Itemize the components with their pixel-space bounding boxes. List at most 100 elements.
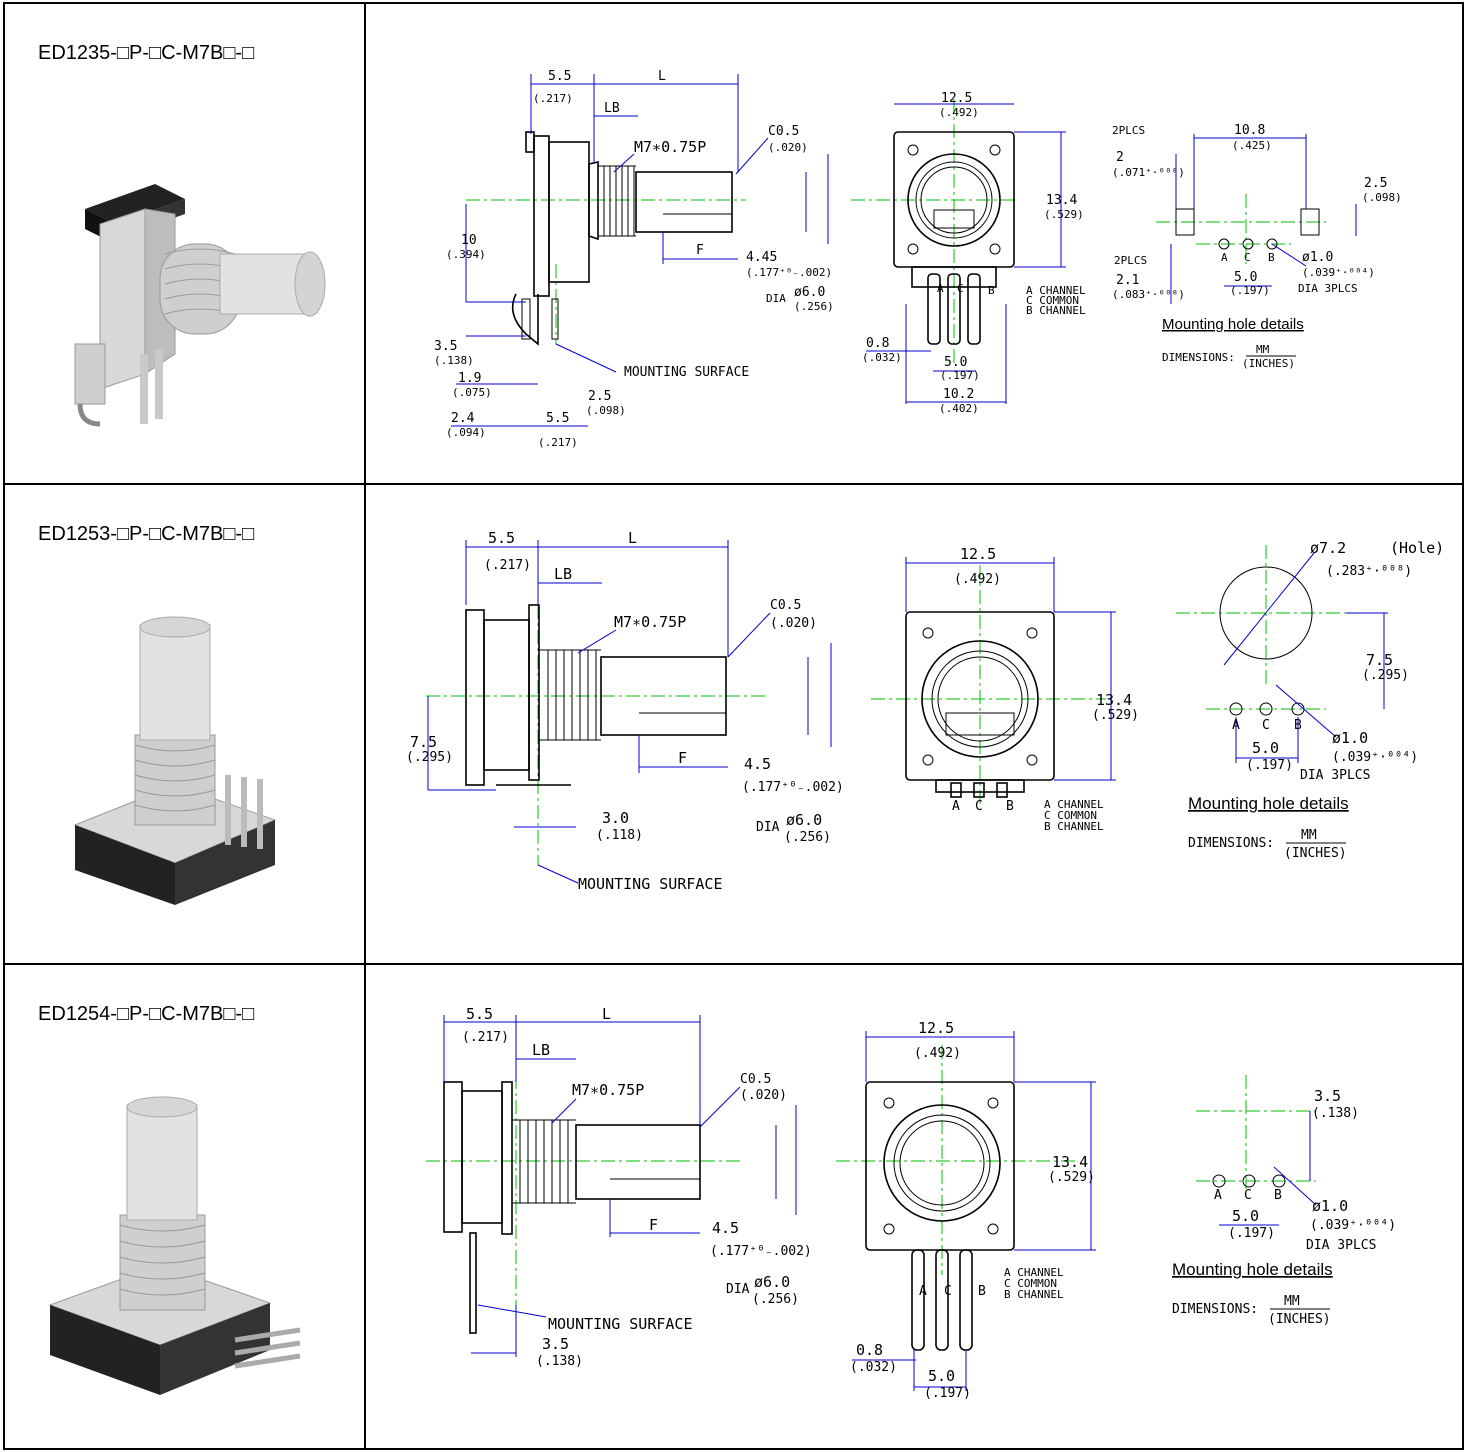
dimension-label: 0.8 <box>856 1341 883 1359</box>
dimension-label: 13.4 <box>1046 193 1077 208</box>
dimension-label: (.098) <box>1362 191 1402 204</box>
dimension-label: 13.4 <box>1052 1153 1088 1171</box>
dimension-label: 2.1 <box>1116 273 1139 288</box>
dimension-label: 10.8 <box>1234 123 1265 138</box>
dimension-label: B <box>1268 251 1275 264</box>
dimension-label: (INCHES) <box>1284 846 1347 861</box>
dimension-label: 3.0 <box>602 809 629 827</box>
dimension-label: (.177⁺⁰₋.002) <box>746 266 832 279</box>
front-view: A C B 12.5 (.492) 13.4 (.529) A CHANNEL … <box>871 545 1139 833</box>
dimension-label: A <box>919 1284 927 1299</box>
product-photo-ed1253 <box>73 616 277 905</box>
dimension-label: 0.8 <box>866 336 889 351</box>
dimension-label: 7.5 <box>410 733 437 751</box>
dimension-label: 5.5 <box>466 1005 493 1023</box>
dimension-label: (.197) <box>1228 1226 1275 1241</box>
dimension-label: 3.5 <box>1314 1087 1341 1105</box>
drawing-ed1253: 5.5 (.217) L LB M7∗0.75P C0.5 (.020) 7.5… <box>406 529 1444 893</box>
dimension-label: A <box>952 799 960 814</box>
dimension-label: 3.5 <box>434 339 457 354</box>
dimension-label: (.197) <box>1246 758 1293 773</box>
dimension-label: MM <box>1301 828 1317 843</box>
dimension-label: M7∗0.75P <box>634 138 706 156</box>
dimension-label: (.425) <box>1232 139 1272 152</box>
dimension-label: B <box>1006 799 1014 814</box>
dimension-label: (.032) <box>850 1360 897 1375</box>
dimension-label: 1.9 <box>458 371 481 386</box>
part-number-title: ED1254-□P-□C-M7B□-□ <box>38 1003 255 1025</box>
dimension-label: ø7.2 <box>1310 539 1346 557</box>
dimension-label: (.177⁺⁰₋.002) <box>710 1244 812 1259</box>
dimension-label: (.094) <box>446 426 486 439</box>
dimension-label: (.394) <box>446 248 486 261</box>
dimension-label: C <box>957 282 964 295</box>
dimension-label: DIMENSIONS: <box>1188 836 1274 851</box>
dimension-label: (.039⁺·⁰⁰⁴) <box>1302 266 1375 279</box>
dimension-label: (.197) <box>924 1386 971 1401</box>
dimension-label: (.295) <box>1362 668 1409 683</box>
dimension-label: ø1.0 <box>1332 729 1368 747</box>
dimension-label: MM <box>1256 343 1270 356</box>
dimension-label: DIA 3PLCS <box>1298 282 1358 295</box>
dimension-label: 12.5 <box>941 91 972 106</box>
dimension-label: 7.5 <box>1366 651 1393 669</box>
product-photo-ed1254 <box>48 1096 301 1395</box>
dimension-label: 4.5 <box>712 1219 739 1237</box>
dimension-label: 5.0 <box>928 1367 955 1385</box>
dimension-label: L <box>628 529 637 547</box>
dimension-label: 12.5 <box>960 545 996 563</box>
dimension-label: B CHANNEL <box>1026 304 1086 317</box>
dimension-label: Mounting hole details <box>1188 794 1349 813</box>
row-ed1253: ED1253-□P-□C-M7B□-□ <box>3 483 1464 965</box>
dimension-label: B <box>1274 1188 1282 1203</box>
part-number-title: ED1253-□P-□C-M7B□-□ <box>38 523 255 545</box>
dimension-label: (.020) <box>770 616 817 631</box>
mounting-hole-view: 10.8 (.425) 2PLCS 2 (.071⁺·⁰⁰⁸) 2.5 (.09… <box>1112 123 1402 370</box>
dimension-label: (.283⁺·⁰⁰⁸) <box>1326 564 1412 579</box>
front-view: A C B 12.5 (.492) 13.4 (.529) A CHANNEL … <box>851 91 1086 415</box>
dimension-label: 2.5 <box>1364 176 1387 191</box>
dimension-label: LB <box>532 1041 550 1059</box>
dimension-label: (.197) <box>940 369 980 382</box>
side-view: 5.5 (.217) L LB M7∗0.75P C0.5 (.020) 7.5… <box>406 529 844 893</box>
dimension-label: 10.2 <box>943 387 974 402</box>
side-view: 5.5 (.217) L LB M7∗0.75P C0.5 (.020) F 4… <box>426 1005 812 1369</box>
dimension-label: (.118) <box>596 828 643 843</box>
dimension-label: 3.5 <box>542 1335 569 1353</box>
dimension-label: 5.5 <box>546 411 569 426</box>
dimension-label: (.492) <box>914 1046 961 1061</box>
dimension-label: (.197) <box>1230 284 1270 297</box>
mounting-hole-view: ø7.2 (Hole) (.283⁺·⁰⁰⁸) 7.5 (.295) A C B… <box>1176 539 1444 861</box>
dimension-label: (.075) <box>452 386 492 399</box>
dimension-label: A <box>1214 1188 1222 1203</box>
dimension-label: MM <box>1284 1294 1300 1309</box>
dimension-label: 13.4 <box>1096 691 1132 709</box>
dimension-label: (.071⁺·⁰⁰⁸) <box>1112 166 1185 179</box>
dimension-label: DIMENSIONS: <box>1162 351 1235 364</box>
dimension-label: ø1.0 <box>1302 250 1333 265</box>
product-photo-ed1235 <box>74 184 326 427</box>
dimension-label: DIA 3PLCS <box>1300 768 1370 783</box>
dimension-label: 2PLCS <box>1114 254 1147 267</box>
dimension-label: ø6.0 <box>754 1273 790 1291</box>
dimension-label: 2.5 <box>588 389 611 404</box>
dimension-label: B CHANNEL <box>1004 1288 1064 1301</box>
dimension-label: DIA <box>726 1282 750 1297</box>
part-number-title: ED1235-□P-□C-M7B□-□ <box>38 42 255 64</box>
dimension-label: (.256) <box>784 830 831 845</box>
dimension-label: C0.5 <box>740 1072 771 1087</box>
dimension-label: A <box>937 282 944 295</box>
dimension-label: C <box>1244 1188 1252 1203</box>
dimension-label: C0.5 <box>770 598 801 613</box>
dimension-label: C <box>944 1284 952 1299</box>
dimension-label: (INCHES) <box>1242 357 1295 370</box>
dimension-label: B CHANNEL <box>1044 820 1104 833</box>
dimension-label: 5.5 <box>488 529 515 547</box>
dimension-label: (.295) <box>406 750 453 765</box>
dimension-label: DIA 3PLCS <box>1306 1238 1376 1253</box>
dimension-label: A CHANNEL <box>1044 798 1104 811</box>
dimension-label: (.529) <box>1044 208 1084 221</box>
dimension-label: (.138) <box>536 1354 583 1369</box>
dimension-label: C COMMON <box>1044 809 1097 822</box>
drawing-ed1254: 5.5 (.217) L LB M7∗0.75P C0.5 (.020) F 4… <box>426 1005 1396 1401</box>
